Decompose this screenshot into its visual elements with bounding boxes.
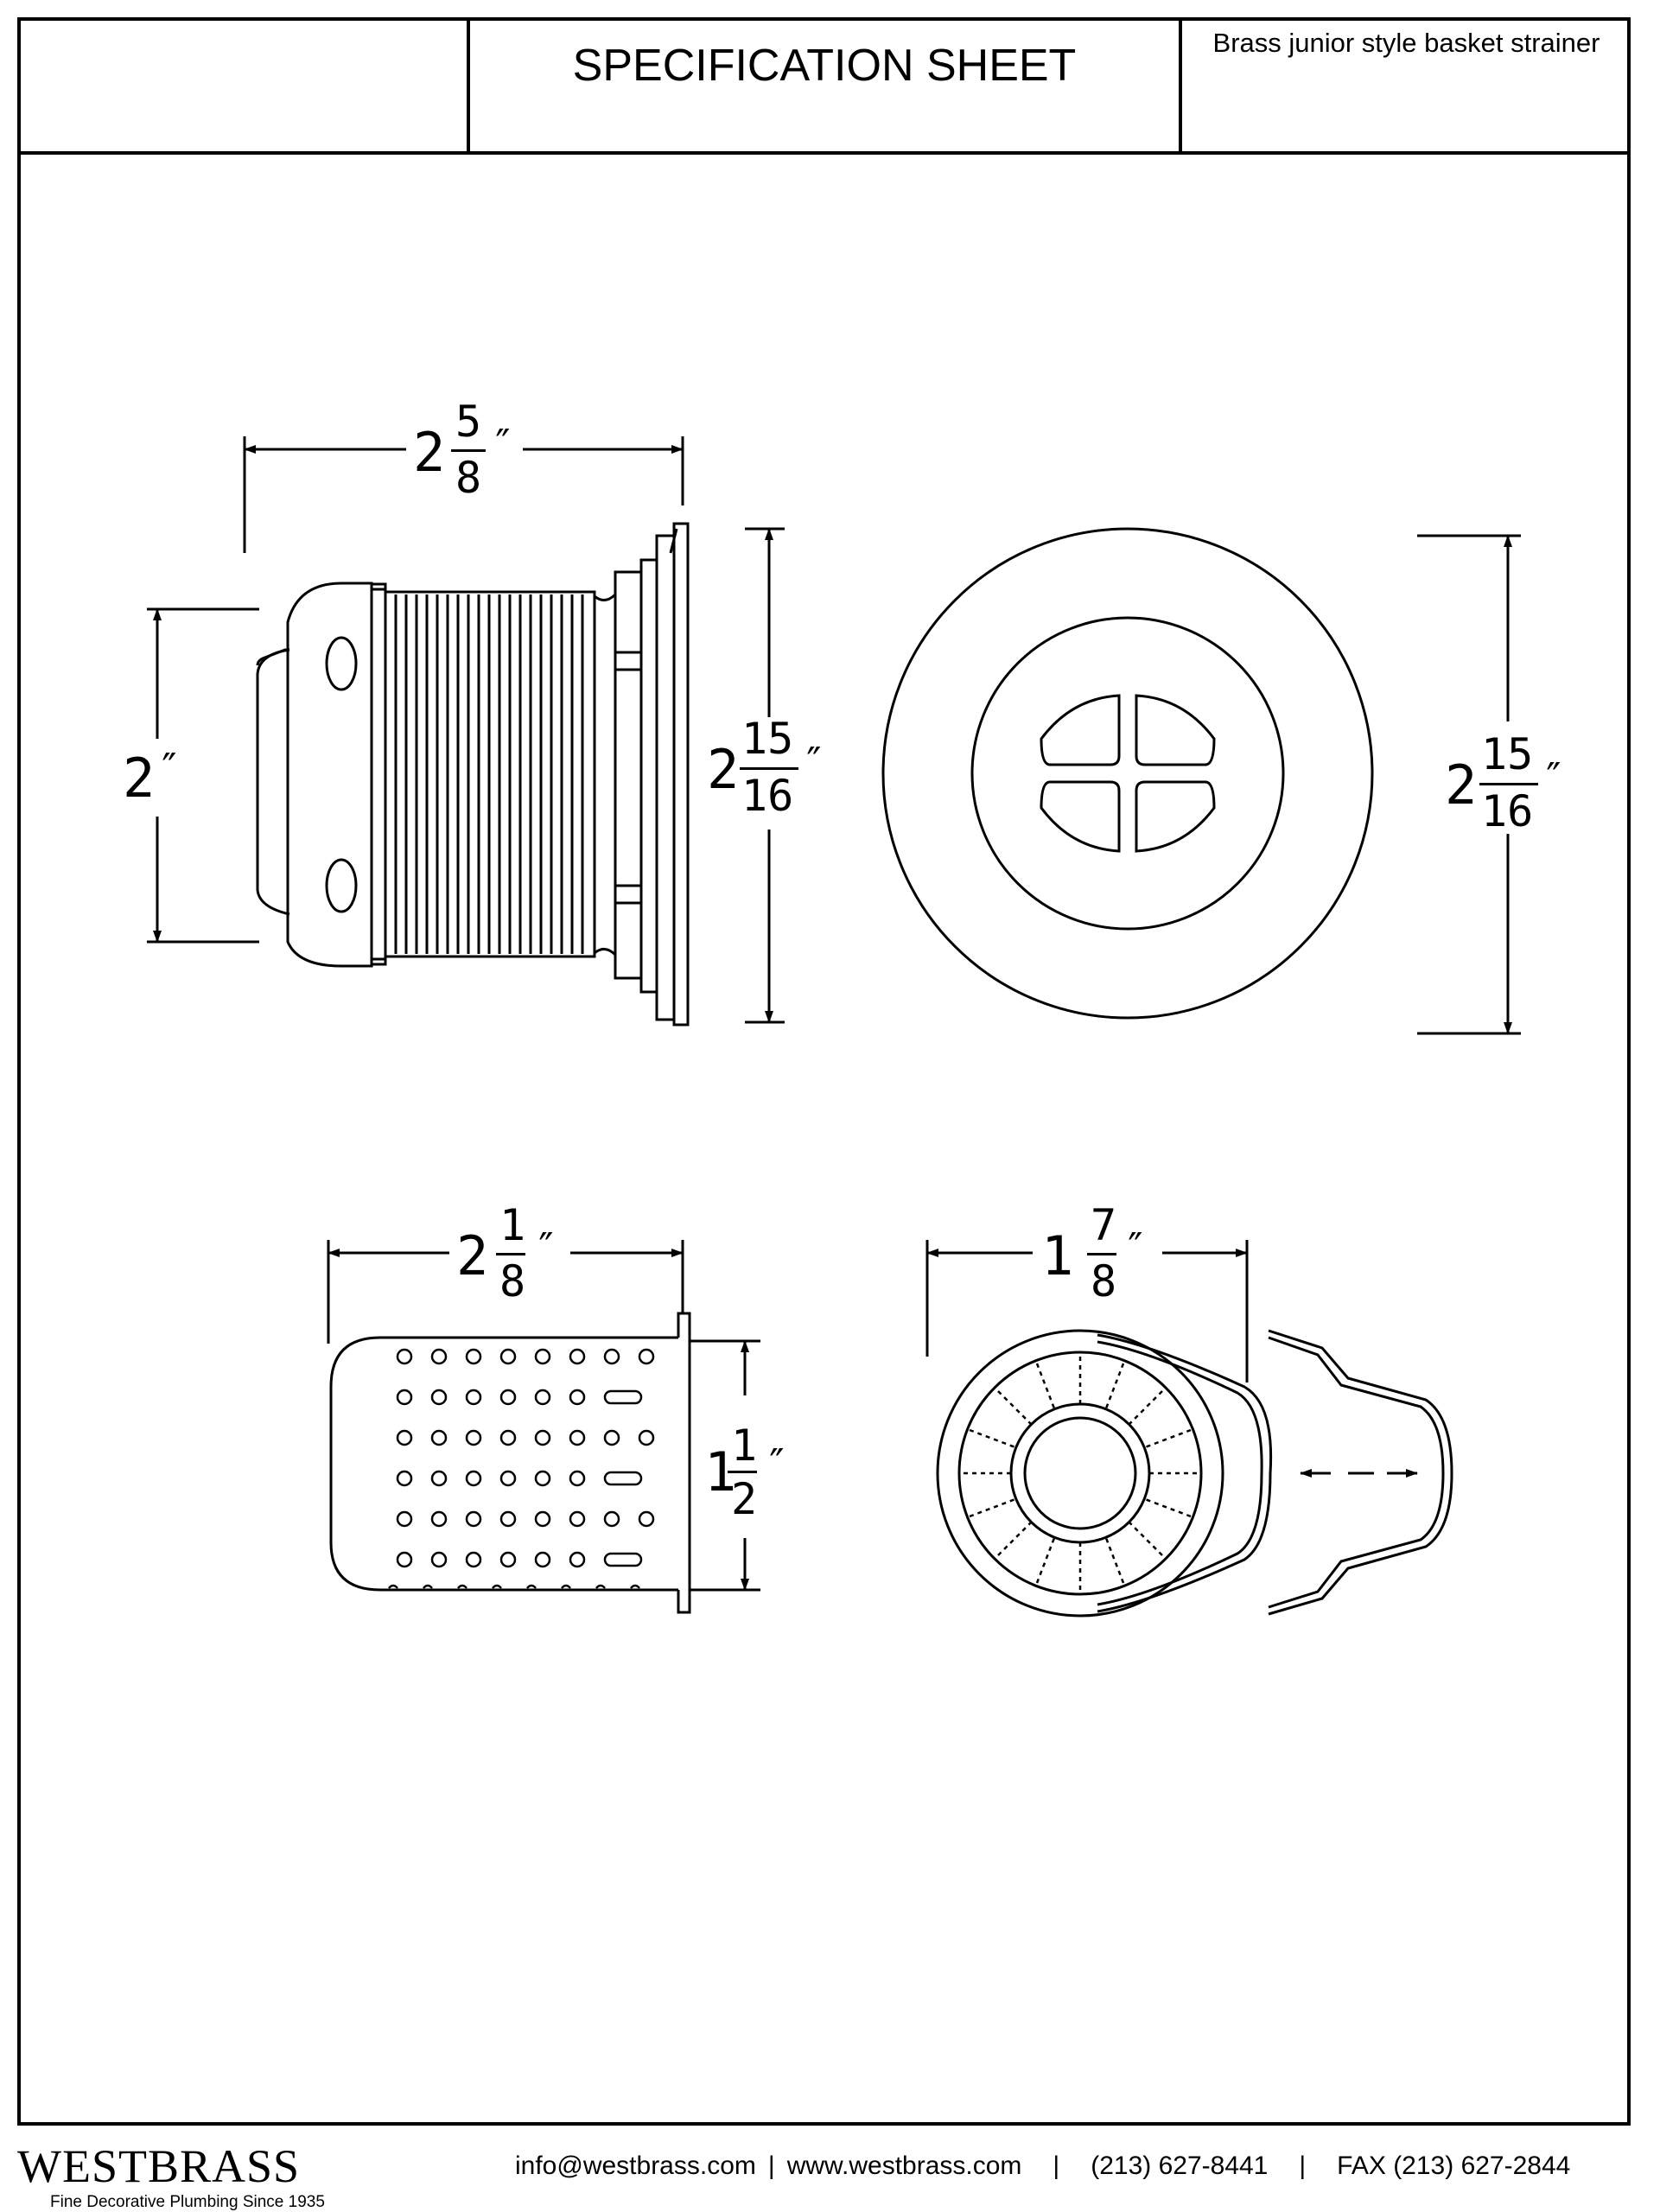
header-bar: SPECIFICATION SHEET Brass junior style b… <box>21 21 1627 155</box>
svg-text:2: 2 <box>731 1474 757 1524</box>
svg-text:2: 2 <box>1445 753 1477 817</box>
svg-text:2: 2 <box>413 421 445 484</box>
side-view-drawing <box>147 436 785 1027</box>
svg-text:″: ″ <box>802 739 826 785</box>
svg-text:8: 8 <box>455 453 481 503</box>
svg-text:15: 15 <box>1481 729 1533 779</box>
svg-text:″: ″ <box>765 1440 789 1487</box>
dim-label-flange-dia: 2 15 16 ″ <box>707 714 826 821</box>
top-view-drawing <box>881 527 1521 1035</box>
fax-number: FAX (213) 627-2844 <box>1337 2152 1571 2180</box>
svg-text:15: 15 <box>741 714 793 764</box>
divider: | <box>767 2152 775 2180</box>
dim-label-side-height: 2 ″ <box>123 745 181 810</box>
spec-sheet-frame: SPECIFICATION SHEET Brass junior style b… <box>17 17 1631 2126</box>
footer: WESTBRASS Fine Decorative Plumbing Since… <box>0 2126 1660 2212</box>
dim-label-top-dia: 2 15 16 ″ <box>1445 729 1566 836</box>
divider: | <box>1299 2152 1307 2180</box>
header-product-cell: Brass junior style basket strainer <box>1182 21 1631 151</box>
header-blank-cell <box>21 21 470 151</box>
svg-text:2: 2 <box>123 747 155 810</box>
svg-text:1: 1 <box>499 1200 525 1250</box>
contact-line: info@westbrass.com | www.westbrass.com | (21… <box>515 2152 1570 2181</box>
svg-text:8: 8 <box>1091 1256 1116 1306</box>
svg-text:16: 16 <box>1481 786 1533 836</box>
svg-text:2: 2 <box>707 738 739 801</box>
header-title-cell: SPECIFICATION SHEET <box>470 21 1182 151</box>
technical-drawing: 2 5 8 ″ 2 ″ 2 15 16 ″ 2 15 16 ″ 2 1 <box>123 397 1566 1618</box>
svg-text:1: 1 <box>731 1421 757 1471</box>
brand-tagline: Fine Decorative Plumbing Since 1935 <box>50 2193 325 2211</box>
phone-number: (213) 627-8441 <box>1091 2152 1269 2180</box>
dim-label-basket-length: 2 1 8 ″ <box>456 1200 558 1306</box>
basket-top-drawing <box>925 1240 1453 1618</box>
svg-text:″: ″ <box>534 1224 558 1271</box>
website-link[interactable]: www.westbrass.com <box>786 2152 1022 2180</box>
dim-label-basket-dia: 1 7 8 ″ <box>1041 1200 1148 1306</box>
svg-text:″: ″ <box>1542 754 1566 801</box>
basket-side-drawing <box>327 1240 760 1614</box>
page-title: SPECIFICATION SHEET <box>572 41 1077 91</box>
svg-text:″: ″ <box>1123 1224 1148 1271</box>
email-link[interactable]: info@westbrass.com <box>515 2152 756 2180</box>
svg-text:″: ″ <box>491 421 515 467</box>
svg-text:8: 8 <box>499 1256 525 1306</box>
svg-text:5: 5 <box>455 397 481 447</box>
svg-text:2: 2 <box>456 1224 488 1287</box>
svg-text:7: 7 <box>1091 1200 1116 1250</box>
svg-text:″: ″ <box>157 745 181 791</box>
svg-text:1: 1 <box>1041 1224 1073 1287</box>
dim-label-side-width: 2 5 8 ″ <box>413 397 515 503</box>
divider: | <box>1053 2152 1060 2180</box>
brand-logo: WESTBRASS <box>17 2140 301 2192</box>
product-name: Brass junior style basket strainer <box>1212 28 1600 58</box>
svg-text:16: 16 <box>741 771 793 821</box>
dim-label-basket-height: 1 1 2 ″ <box>704 1421 789 1524</box>
